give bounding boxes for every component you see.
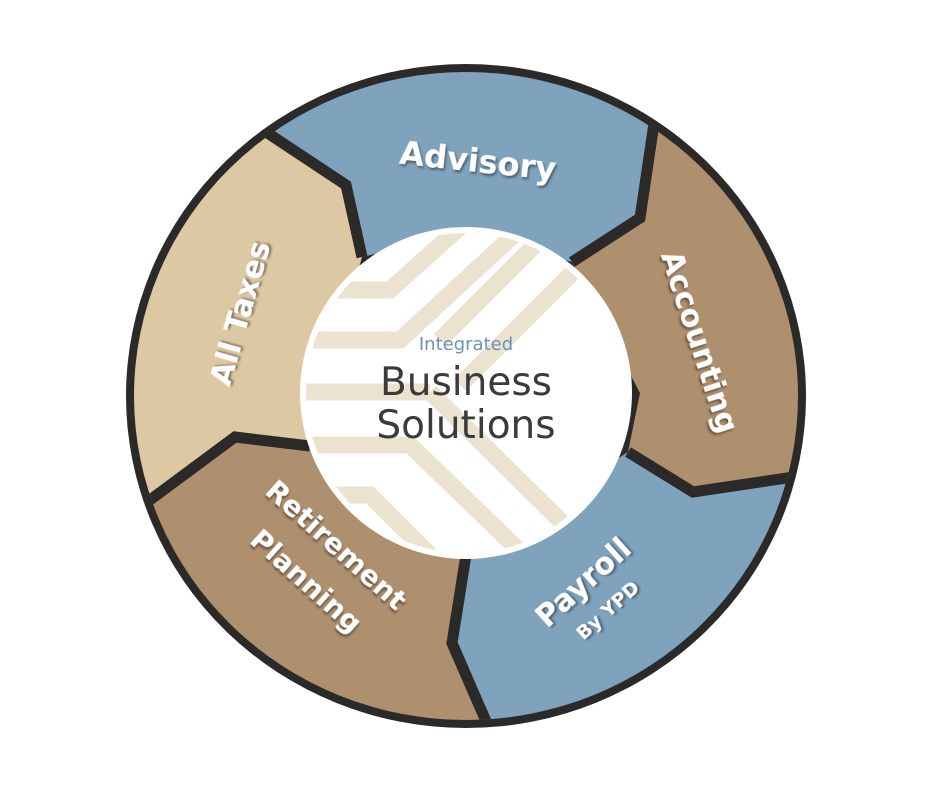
segment-advisory[interactable]: [270, 60, 656, 262]
segment-dividers: [146, 109, 798, 720]
center-title-line1: Business: [380, 360, 552, 405]
center-title-line2: Solutions: [376, 403, 555, 448]
center-circle: [300, 227, 632, 559]
center-subtitle: Integrated: [419, 334, 513, 355]
